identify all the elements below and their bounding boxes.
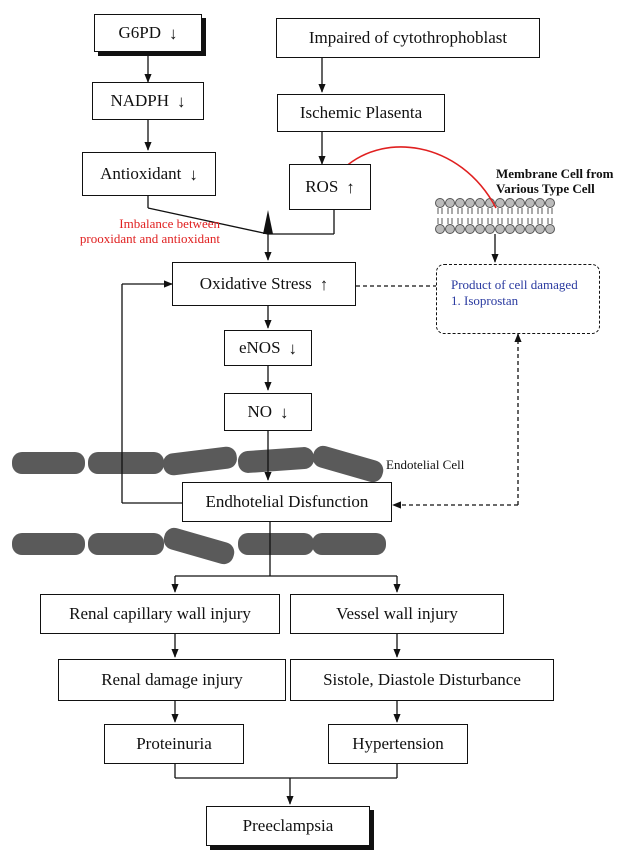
oxidative-stress-box: Oxidative Stress ↑ [172,262,356,306]
ischemic-box: Ischemic Plasenta [277,94,445,132]
imbalance-wedge [263,210,273,234]
imbalance-line-2: prooxidant and antioxidant [79,231,220,246]
vessel-wall-label: Vessel wall injury [336,604,458,623]
ros-label: ROS [305,177,339,196]
renal-capillary-label: Renal capillary wall injury [69,604,251,623]
proteinuria-label: Proteinuria [136,734,212,753]
endothelial-cells-top [12,445,384,483]
oxidative-stress-label: Oxidative Stress [199,274,312,293]
ros-membrane-curve [339,146,497,209]
ischemic-label: Ischemic Plasenta [299,103,423,122]
endothelial-cells-bottom [12,527,386,565]
endothelial-dysfunction-label: Endhotelial Disfunction [205,492,369,511]
up-arrow-icon: ↑ [346,177,355,197]
product-line-2: 1. Isoprostan [451,293,519,308]
impaired-label: Impaired of cytothrophoblast [308,28,508,47]
imbalance-note: Imbalance between prooxidant and antioxi… [80,216,220,246]
membrane-line-1: Membrane Cell from [496,166,614,181]
enos-box: eNOS ↓ [224,330,312,366]
renal-capillary-box: Renal capillary wall injury [40,594,280,634]
no-box: NO ↓ [224,393,312,431]
endotelial-cell-label: Endotelial Cell [386,457,465,472]
sistole-box: Sistole, Diastole Disturbance [290,659,554,701]
nadph-label: NADPH [110,91,170,110]
hypertension-box: Hypertension [328,724,468,764]
g6pd-label: G6PD [118,23,161,42]
nadph-box: NADPH ↓ [92,82,204,120]
up-arrow-icon: ↑ [319,274,329,294]
preeclampsia-label: Preeclampsia [242,816,334,835]
impaired-box: Impaired of cytothrophoblast [276,18,540,58]
endothelial-dysfunction-box: Endhotelial Disfunction [182,482,392,522]
hypertension-label: Hypertension [352,734,444,753]
g6pd-box: G6PD ↓ [94,14,202,52]
sistole-label: Sistole, Diastole Disturbance [323,670,521,689]
antioxidant-box: Antioxidant ↓ [82,152,216,196]
no-label: NO [247,402,273,421]
membrane-title: Membrane Cell from Various Type Cell [496,166,613,196]
ros-box: ROS ↑ [289,164,371,210]
down-arrow-icon: ↓ [189,164,198,184]
imbalance-line-1: Imbalance between [119,216,220,231]
down-arrow-icon: ↓ [280,402,289,422]
preeclampsia-box: Preeclampsia [206,806,370,846]
vessel-wall-box: Vessel wall injury [290,594,504,634]
antioxidant-label: Antioxidant [100,164,182,183]
proteinuria-box: Proteinuria [104,724,244,764]
down-arrow-icon: ↓ [169,23,178,43]
membrane-bilayer [435,198,555,234]
renal-damage-label: Renal damage injury [101,670,243,689]
renal-damage-box: Renal damage injury [58,659,286,701]
down-arrow-icon: ↓ [288,338,298,358]
enos-label: eNOS [238,338,281,357]
product-line-1: Product of cell damaged [451,277,578,292]
product-box: Product of cell damaged 1. Isoprostan [436,264,600,334]
down-arrow-icon: ↓ [177,91,186,111]
membrane-line-2: Various Type Cell [496,181,595,196]
